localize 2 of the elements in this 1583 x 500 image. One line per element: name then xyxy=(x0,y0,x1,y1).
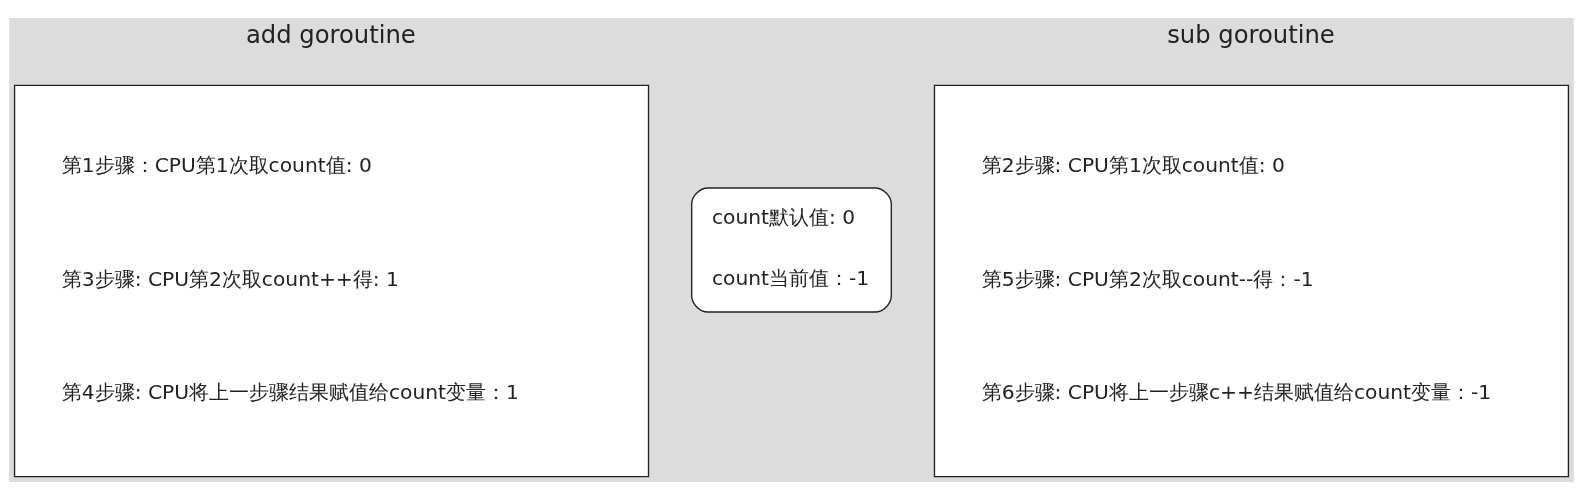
node-label: sub goroutine xyxy=(1167,19,1335,49)
node-label: add goroutine xyxy=(245,19,416,49)
